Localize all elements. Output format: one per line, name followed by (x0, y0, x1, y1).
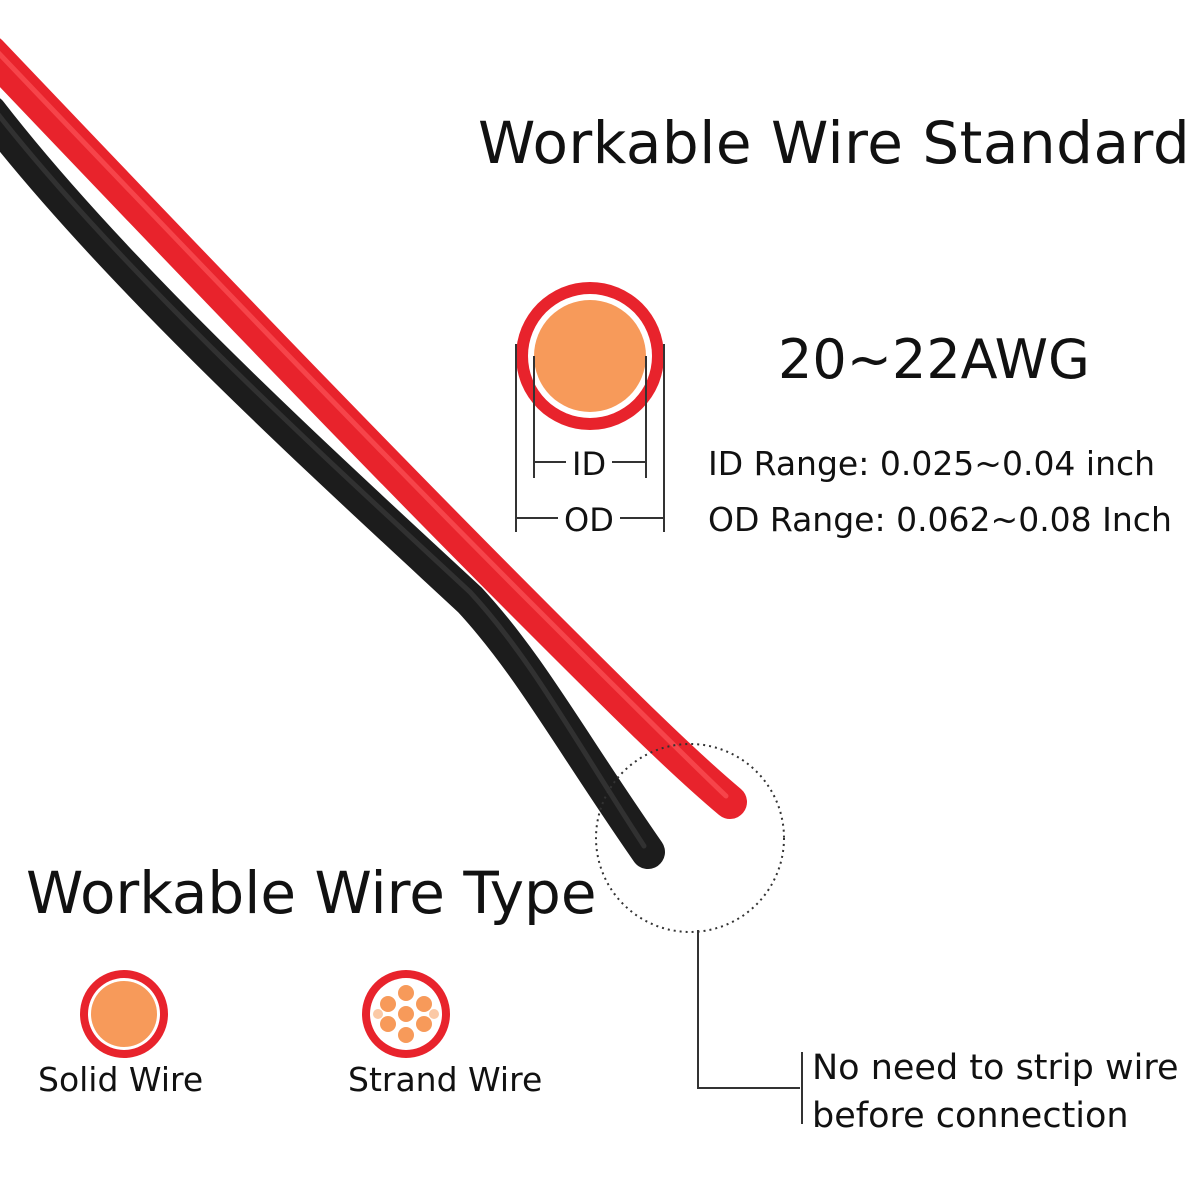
strand-wire-label: Strand Wire (348, 1060, 543, 1099)
od-dimension-label: OD (558, 502, 620, 538)
cross-section-core (534, 300, 646, 412)
page-title: Workable Wire Standard (478, 109, 1191, 177)
red-wire (0, 38, 747, 819)
solid-wire-icon (80, 970, 168, 1058)
strand-wire-icon (362, 970, 450, 1058)
strip-note: No need to strip wire before connection (812, 1044, 1179, 1140)
strip-note-line-2: before connection (812, 1096, 1129, 1136)
gauge-label: 20~22AWG (778, 328, 1090, 391)
solid-wire-label: Solid Wire (38, 1060, 204, 1099)
wire-type-title: Workable Wire Type (26, 859, 597, 927)
strip-note-line-1: No need to strip wire (812, 1048, 1179, 1088)
od-range-text: OD Range: 0.062~0.08 Inch (708, 500, 1172, 539)
connector-line (697, 930, 800, 1089)
red-wire-highlight (0, 50, 729, 799)
id-dimension-label: ID (566, 446, 613, 482)
black-wire (0, 98, 665, 869)
black-wire-highlight (0, 112, 647, 849)
magnifier-circle (595, 743, 785, 933)
cross-section-diagram (515, 282, 665, 532)
id-range-text: ID Range: 0.025~0.04 inch (708, 444, 1156, 483)
